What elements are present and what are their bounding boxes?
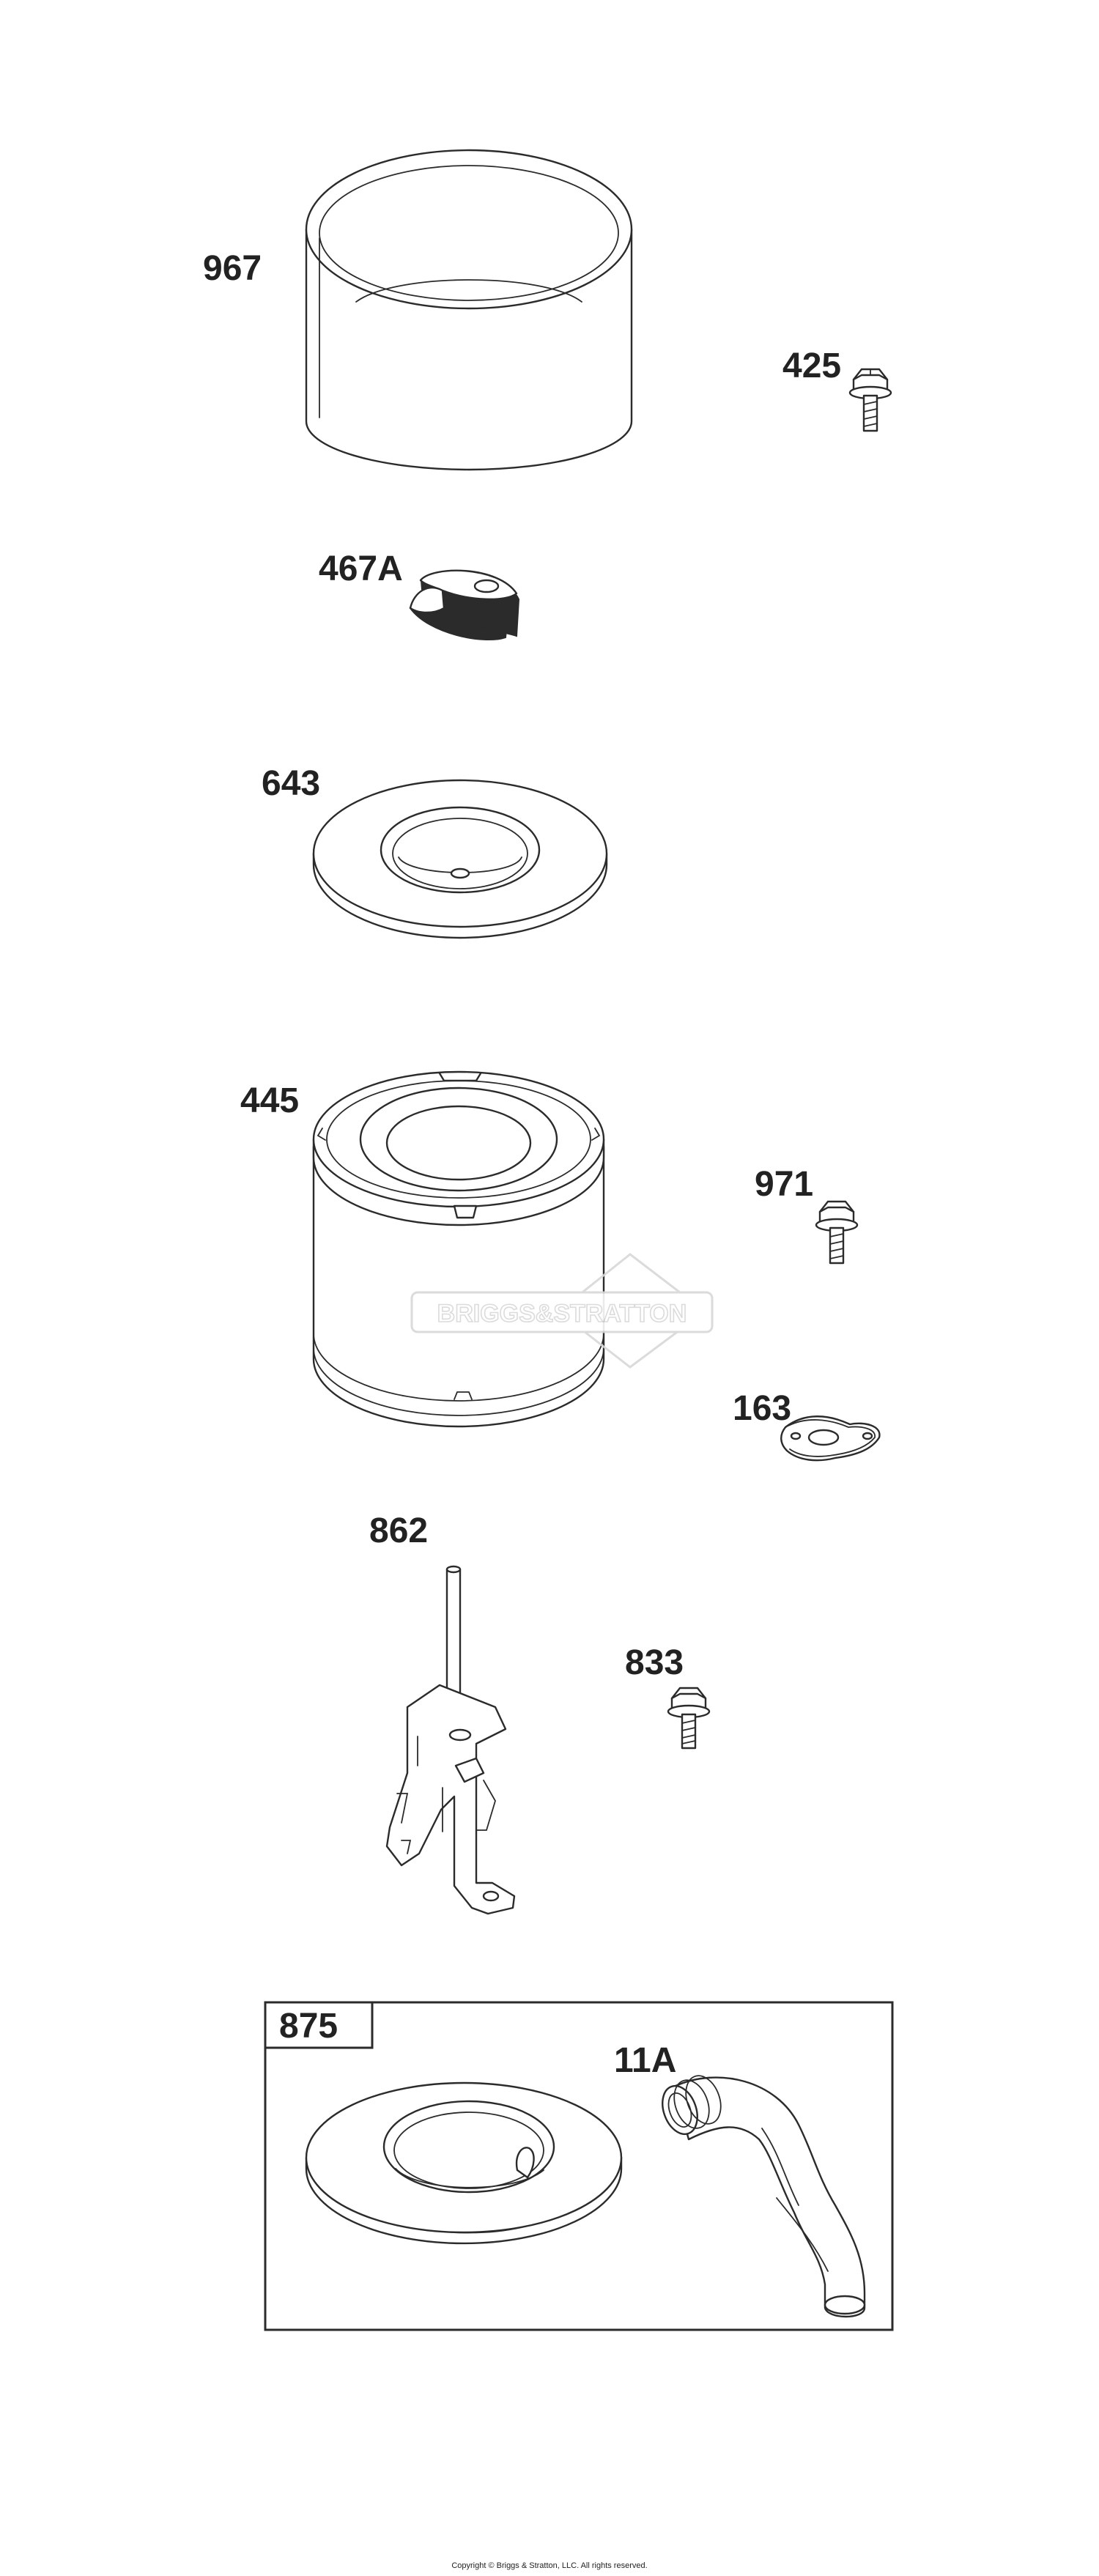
- label-11a: 11A: [614, 2041, 676, 2080]
- part-467a-wing-knob-icon: [409, 569, 520, 640]
- part-833-bolt-icon: [667, 1687, 711, 1750]
- watermark-text: BRIGGS&STRATTON: [437, 1300, 687, 1328]
- part-967-foam-sleeve: [305, 149, 633, 471]
- part-971-bolt-icon: [815, 1200, 859, 1265]
- label-467a: 467A: [319, 549, 403, 588]
- label-643: 643: [262, 764, 320, 803]
- kit-875-label: 875: [279, 2007, 338, 2046]
- kit-875-box: [264, 2001, 894, 2331]
- watermark-logo-icon: BRIGGS&STRATTON: [410, 1253, 714, 1369]
- part-875-air-cleaner-base: [305, 2081, 623, 2245]
- label-833: 833: [625, 1643, 684, 1682]
- part-11a-breather-tube: [662, 2075, 866, 2318]
- label-862: 862: [369, 1511, 428, 1550]
- label-445: 445: [240, 1081, 299, 1120]
- part-643-cover-plate: [312, 779, 608, 939]
- label-971: 971: [755, 1165, 813, 1204]
- part-163-gasket-icon: [780, 1415, 881, 1462]
- part-445-filter-cartridge: [312, 1070, 605, 1428]
- part-862-bracket-stud: [385, 1565, 516, 1915]
- label-967: 967: [203, 249, 262, 288]
- copyright-notice: Copyright © Briggs & Stratton, LLC. All …: [451, 2561, 647, 2570]
- part-425-bolt-icon: [848, 368, 892, 432]
- label-163: 163: [733, 1389, 791, 1428]
- label-425: 425: [782, 347, 841, 385]
